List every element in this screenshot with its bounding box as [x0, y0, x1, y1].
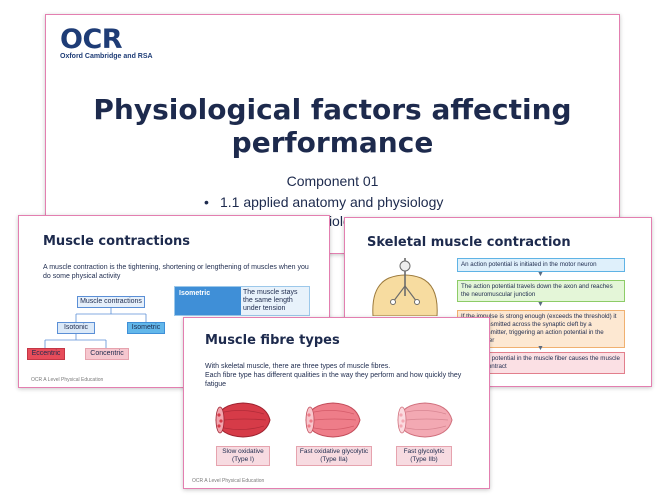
fibre-label-fast-glycolytic: Fast glycolytic (Type IIb): [396, 446, 452, 466]
component-label: Component 01: [286, 173, 379, 189]
tree-concentric-box: Concentric: [85, 348, 129, 360]
slide-title: Skeletal muscle contraction: [367, 235, 571, 250]
fibre-name: Fast oxidative glycolytic: [299, 448, 369, 455]
isometric-panel-head: Isometric: [175, 287, 241, 315]
slide-title: Muscle contractions: [43, 234, 191, 249]
down-arrow-icon: ▼: [537, 301, 544, 308]
tree-isometric-box: Isometric: [127, 322, 165, 334]
fibre-name: Fast glycolytic: [403, 448, 445, 455]
fibre-name: Slow oxidative: [222, 448, 264, 455]
fast-oxidative-glycolytic-muscle-icon: [305, 402, 361, 438]
slide-intro: With skeletal muscle, there are three ty…: [205, 362, 475, 389]
intro-line-2: Each fibre type has different qualities …: [205, 372, 462, 388]
down-arrow-icon: ▼: [537, 271, 544, 278]
ocr-logo: OCR Oxford Cambridge and RSA: [60, 24, 153, 61]
step-box-2: The action potential travels down the ax…: [457, 280, 625, 302]
topic-item: 1.1 applied anatomy and physiology: [202, 193, 443, 212]
fibre-label-fast-oxidative-glycolytic: Fast oxidative glycolytic (Type IIa): [296, 446, 372, 466]
main-title: Physiological factors affecting performa…: [93, 93, 572, 159]
fibre-type: (Type IIb): [410, 456, 438, 463]
fibre-label-slow-oxidative: Slow oxidative (Type I): [216, 446, 270, 466]
neuromuscular-illustration: [372, 258, 438, 316]
slide-footer: OCR A Level Physical Education: [31, 377, 104, 383]
slide-title: Muscle fibre types: [205, 333, 340, 348]
step-box-1: An action potential is initiated in the …: [457, 258, 625, 272]
tree-isotonic-box: Isotonic: [57, 322, 95, 334]
fast-glycolytic-muscle-icon: [397, 402, 453, 438]
tree-root-box: Muscle contractions: [77, 296, 145, 308]
tree-eccentric-box: Eccentric: [27, 348, 65, 360]
slide-intro: A muscle contraction is the tightening, …: [43, 264, 309, 280]
logo-subtitle: Oxford Cambridge and RSA: [60, 53, 153, 60]
muscle-contractions-slide[interactable]: Muscle contractions A muscle contraction…: [18, 215, 330, 388]
title-slide[interactable]: OCR Oxford Cambridge and RSA Physiologic…: [45, 14, 620, 254]
isometric-panel: Isometric The muscle stays the same leng…: [174, 286, 310, 316]
tree-connectors: [44, 307, 147, 348]
fibre-type: (Type IIa): [320, 456, 348, 463]
down-arrow-icon: ▼: [537, 345, 544, 352]
slow-oxidative-muscle-icon: [215, 402, 271, 438]
fibre-type: (Type I): [231, 456, 255, 463]
slide-footer: OCR A Level Physical Education: [192, 478, 265, 484]
isometric-panel-desc: The muscle stays the same length under t…: [243, 289, 298, 312]
intro-line-1: With skeletal muscle, there are three ty…: [205, 363, 391, 370]
logo-mark: OCR: [60, 24, 123, 55]
muscle-fibre-slide[interactable]: Muscle fibre types With skeletal muscle,…: [183, 317, 490, 489]
